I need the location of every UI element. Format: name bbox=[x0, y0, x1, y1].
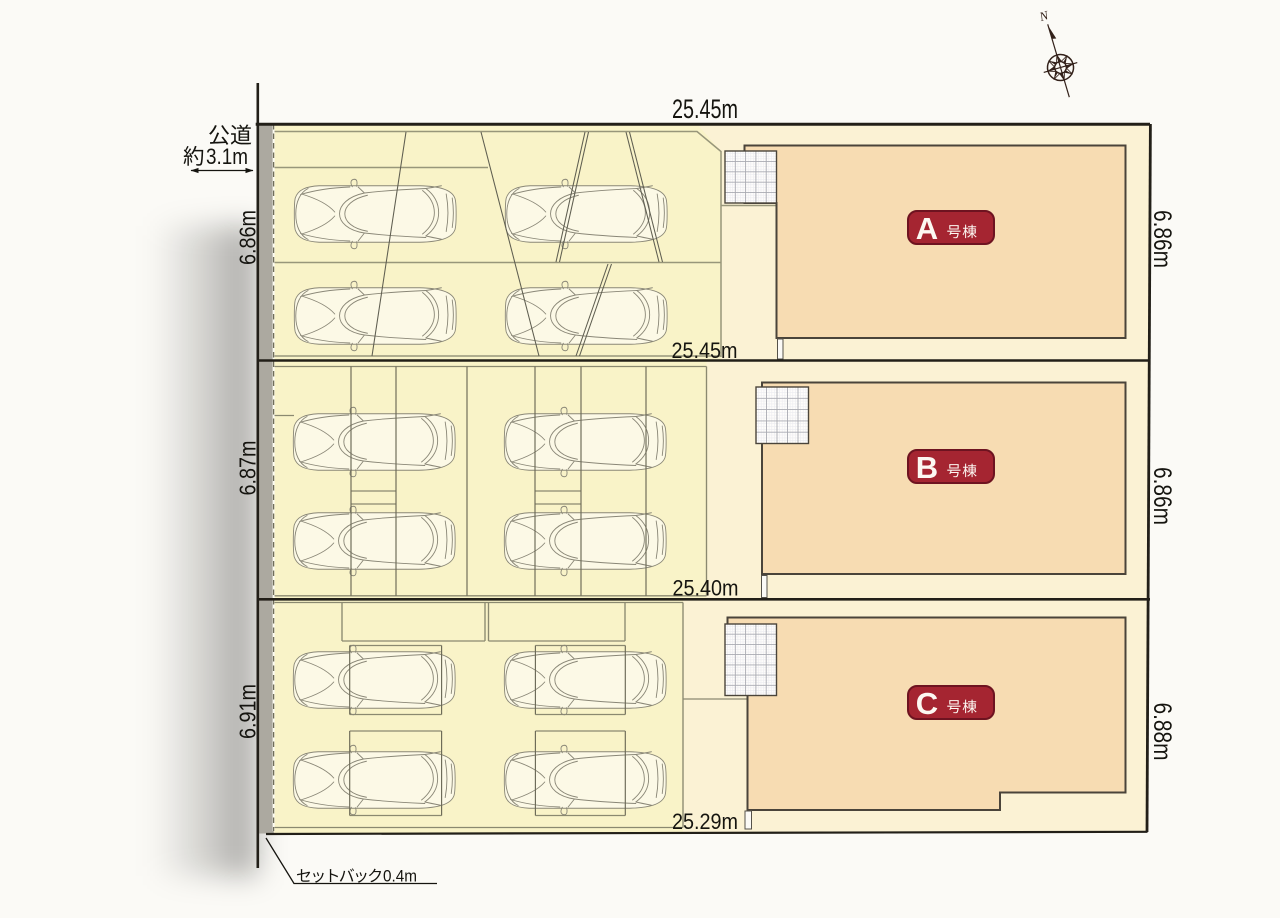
svg-text:3.1m: 3.1m bbox=[206, 144, 248, 169]
svg-text:C: C bbox=[916, 686, 938, 721]
svg-text:B: B bbox=[916, 450, 938, 485]
svg-text:6.86m: 6.86m bbox=[1148, 467, 1176, 525]
svg-text:6.91m: 6.91m bbox=[235, 684, 261, 739]
svg-text:6.86m: 6.86m bbox=[1148, 210, 1176, 268]
svg-text:6.88m: 6.88m bbox=[1148, 703, 1176, 761]
svg-text:25.29m: 25.29m bbox=[672, 809, 738, 834]
svg-text:25.45m: 25.45m bbox=[672, 338, 738, 363]
svg-text:0.4m: 0.4m bbox=[383, 867, 417, 886]
svg-text:25.45m: 25.45m bbox=[672, 94, 738, 124]
svg-text:A: A bbox=[916, 211, 938, 246]
svg-text:6.87m: 6.87m bbox=[235, 441, 261, 496]
svg-text:6.86m: 6.86m bbox=[235, 210, 261, 265]
svg-text:25.40m: 25.40m bbox=[673, 576, 739, 601]
